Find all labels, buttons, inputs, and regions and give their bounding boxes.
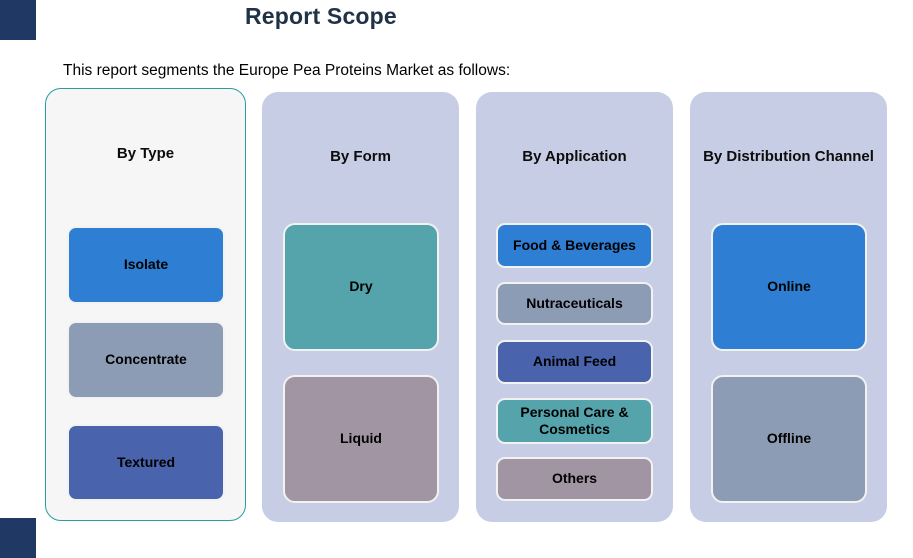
column-by-type: By Type Isolate Concentrate Textured	[45, 88, 246, 521]
box-textured: Textured	[67, 424, 225, 501]
column-header-by-type: By Type	[116, 145, 175, 162]
column-by-distribution-channel: By Distribution Channel Online Offline	[690, 92, 887, 522]
corner-accent-top-left	[0, 0, 36, 40]
box-dry: Dry	[283, 223, 439, 351]
box-offline: Offline	[711, 375, 867, 503]
subtitle: This report segments the Europe Pea Prot…	[63, 62, 511, 79]
corner-accent-bottom-left	[0, 518, 36, 558]
column-header-by-form: By Form	[330, 148, 391, 165]
box-food-beverages: Food & Beverages	[496, 223, 653, 268]
column-header-by-distribution-channel: By Distribution Channel	[703, 148, 874, 165]
box-nutraceuticals: Nutraceuticals	[496, 282, 653, 325]
box-liquid: Liquid	[283, 375, 439, 503]
box-others: Others	[496, 457, 653, 501]
page-title: Report Scope	[245, 3, 397, 29]
column-header-by-application: By Application	[522, 148, 627, 165]
box-isolate: Isolate	[67, 226, 225, 304]
box-personal-care-cosmetics: Personal Care & Cosmetics	[496, 398, 653, 444]
column-by-form: By Form Dry Liquid	[262, 92, 459, 522]
box-concentrate: Concentrate	[67, 321, 225, 399]
column-by-application: By Application Food & Beverages Nutraceu…	[476, 92, 673, 522]
box-online: Online	[711, 223, 867, 351]
box-animal-feed: Animal Feed	[496, 340, 653, 384]
